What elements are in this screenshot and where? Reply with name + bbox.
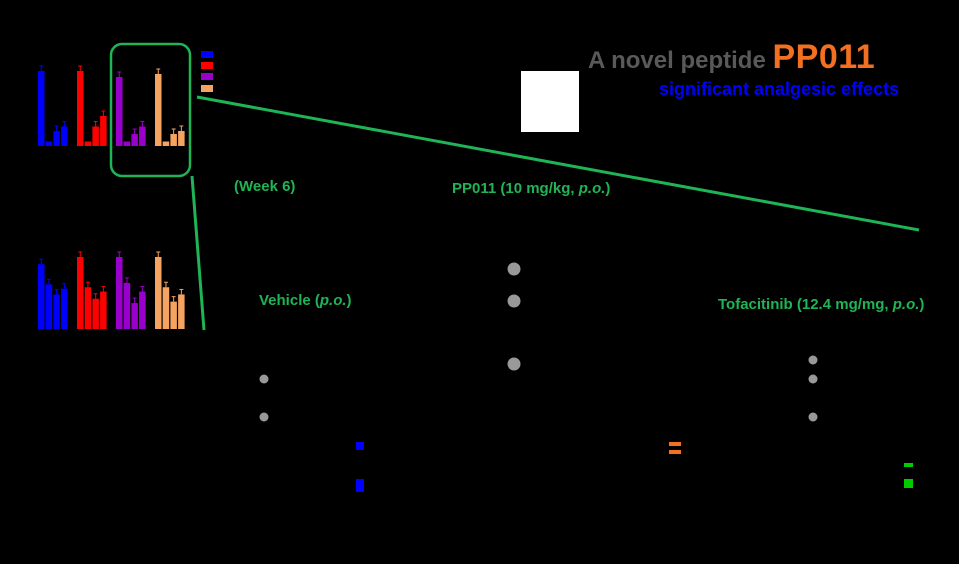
vehicle-label-prefix: Vehicle ( bbox=[259, 292, 320, 309]
blue-square bbox=[356, 479, 364, 492]
bar-red-1 bbox=[84, 141, 92, 146]
bar-red-3 bbox=[100, 291, 107, 329]
zoom-line-left bbox=[190, 175, 206, 331]
highlight-box bbox=[109, 42, 192, 178]
bar-orange-1 bbox=[162, 287, 170, 329]
bar-orange-2 bbox=[170, 134, 177, 146]
zoom-line-top bbox=[196, 95, 920, 232]
bar-red-0 bbox=[77, 257, 84, 329]
pp011-label-prefix: PP011 (10 mg/kg, bbox=[452, 180, 579, 197]
bar-orange-2 bbox=[170, 301, 177, 329]
tofa-label-prefix: Tofacitinib (12.4 mg/mg, bbox=[718, 296, 893, 313]
bar-blue-3 bbox=[61, 288, 68, 329]
bar-orange-0 bbox=[155, 257, 162, 329]
bar-blue-1 bbox=[45, 141, 53, 146]
week-label: (Week 6) bbox=[234, 178, 296, 195]
bar-red-2 bbox=[92, 126, 99, 146]
vehicle-dot bbox=[259, 412, 269, 422]
tofa-label-suffix: ) bbox=[919, 296, 925, 313]
slide-title: A novel peptide PP011 bbox=[588, 38, 875, 77]
tofa-dot bbox=[808, 412, 818, 422]
bar-purple-3 bbox=[139, 126, 146, 146]
bar-blue-3 bbox=[61, 126, 68, 146]
green-square bbox=[904, 463, 913, 467]
blue-square bbox=[356, 442, 364, 450]
slide-subtitle: significant analgesic effects bbox=[659, 79, 900, 99]
bar-purple-0 bbox=[116, 257, 123, 329]
pp011-dot bbox=[507, 294, 521, 308]
bar-purple-1 bbox=[123, 141, 131, 146]
bar-red-2 bbox=[92, 298, 99, 329]
bar-purple-3 bbox=[139, 291, 146, 329]
title-prefix: A novel peptide bbox=[588, 47, 766, 74]
pp011-label: PP011 (10 mg/kg, p.o.) bbox=[452, 180, 610, 197]
legend-swatch-orange bbox=[201, 85, 213, 92]
bar-blue-2 bbox=[53, 131, 60, 146]
vehicle-label-route: p.o. bbox=[319, 292, 347, 309]
vehicle-label-suffix: ) bbox=[346, 292, 352, 309]
bar-red-3 bbox=[100, 116, 107, 146]
bar-blue-1 bbox=[45, 284, 53, 329]
vehicle-dots bbox=[259, 374, 269, 422]
orange-square bbox=[669, 450, 681, 454]
bar-purple-2 bbox=[131, 303, 138, 329]
bar-orange-0 bbox=[155, 74, 162, 146]
marker-squares bbox=[356, 442, 913, 492]
orange-square bbox=[669, 442, 681, 446]
bar-red-1 bbox=[84, 287, 92, 329]
pp011-dot bbox=[507, 262, 521, 276]
tofacitinib-label: Tofacitinib (12.4 mg/mg, p.o.) bbox=[718, 296, 924, 313]
pp011-label-suffix: ) bbox=[605, 180, 611, 197]
bottom-bar-chart bbox=[38, 251, 185, 329]
bar-orange-1 bbox=[162, 141, 170, 146]
bar-purple-2 bbox=[131, 134, 138, 146]
legend-swatch-blue bbox=[201, 51, 213, 58]
vehicle-label: Vehicle (p.o.) bbox=[259, 292, 352, 309]
title-highlight: PP011 bbox=[772, 38, 876, 76]
legend-swatches bbox=[201, 51, 213, 92]
legend-swatch-purple bbox=[201, 73, 213, 80]
vehicle-dot bbox=[259, 374, 269, 384]
tofa-label-route: p.o. bbox=[892, 296, 920, 313]
image-placeholder bbox=[521, 71, 579, 132]
bar-purple-1 bbox=[123, 282, 131, 329]
bar-red-0 bbox=[77, 71, 84, 146]
pp011-label-route: p.o. bbox=[578, 180, 606, 197]
bar-blue-0 bbox=[38, 71, 45, 146]
bar-blue-0 bbox=[38, 264, 45, 329]
top-bar-chart bbox=[38, 65, 185, 146]
bar-orange-3 bbox=[178, 131, 185, 146]
pp011-dots bbox=[507, 262, 521, 371]
tofa-dot bbox=[808, 355, 818, 365]
bar-orange-3 bbox=[178, 294, 185, 329]
legend-swatch-red bbox=[201, 62, 213, 69]
green-square bbox=[904, 479, 913, 488]
pp011-dot bbox=[507, 357, 521, 371]
bar-blue-2 bbox=[53, 294, 60, 329]
tofa-dots bbox=[808, 355, 818, 422]
tofa-dot bbox=[808, 374, 818, 384]
bar-purple-0 bbox=[116, 77, 123, 146]
